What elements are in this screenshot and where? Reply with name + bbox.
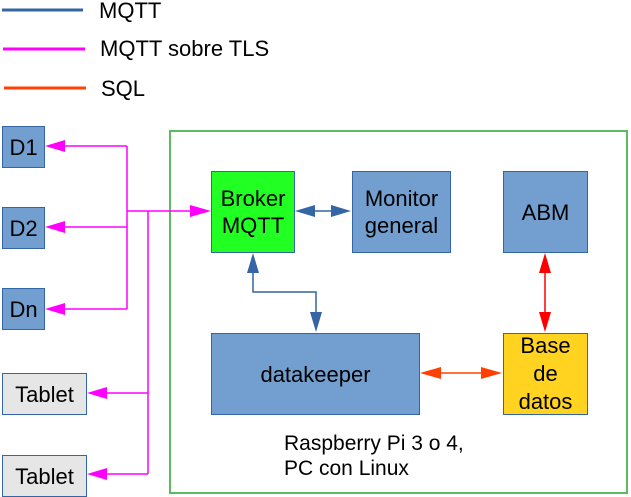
db-label-line2: de	[533, 361, 558, 386]
device-dn: Dn	[2, 288, 45, 330]
tablet-1-label: Tablet	[15, 381, 74, 407]
arrow-to-tablet1	[87, 387, 107, 399]
device-d1: D1	[2, 126, 45, 168]
database-node: Base de datos	[503, 333, 588, 415]
legend-label-tls: MQTT sobre TLS	[100, 36, 270, 61]
device-dn-label: Dn	[9, 296, 38, 322]
tablet-2-label: Tablet	[15, 463, 74, 489]
abm-db-link	[539, 253, 551, 332]
legend-label-sql: SQL	[101, 76, 146, 101]
tls-arrowheads	[45, 140, 211, 480]
monitor-general-node: Monitor general	[352, 171, 451, 253]
device-d2: D2	[2, 207, 45, 249]
broker-label-line2: MQTT	[221, 213, 285, 238]
tablet-2: Tablet	[2, 455, 87, 497]
container-caption: Raspberry Pi 3 o 4, PC con Linux	[284, 431, 464, 481]
arrow-to-d1	[45, 140, 65, 152]
tls-bus-devices	[60, 145, 195, 475]
caption-line1: Raspberry Pi 3 o 4,	[284, 432, 464, 455]
arrow-to-tablet2	[87, 468, 107, 480]
legend-label-mqtt: MQTT	[99, 0, 162, 23]
arrow-to-broker	[190, 205, 211, 217]
abm-label: ABM	[521, 199, 570, 225]
datakeeper-node: datakeeper	[211, 333, 420, 415]
mqtt-broker-monitor	[295, 205, 351, 217]
broker-mqtt-node: Broker MQTT	[211, 171, 295, 253]
db-label-line1: Base	[520, 333, 571, 358]
monitor-label-line2: general	[364, 213, 439, 238]
broker-label-line1: Broker	[220, 186, 286, 211]
mqtt-broker-datakeeper	[247, 253, 322, 332]
caption-line2: PC con Linux	[284, 457, 409, 480]
abm-node: ABM	[503, 171, 588, 253]
tablet-1: Tablet	[2, 373, 87, 415]
sql-datakeeper-db	[420, 367, 502, 379]
arrow-to-dn	[45, 303, 65, 315]
device-d2-label: D2	[9, 215, 38, 241]
device-d1-label: D1	[9, 134, 38, 160]
host-container	[169, 130, 628, 494]
db-label-line3: datos	[518, 389, 573, 414]
arrow-to-d2	[45, 221, 65, 233]
datakeeper-label: datakeeper	[260, 361, 371, 387]
monitor-label-line1: Monitor	[364, 186, 439, 211]
